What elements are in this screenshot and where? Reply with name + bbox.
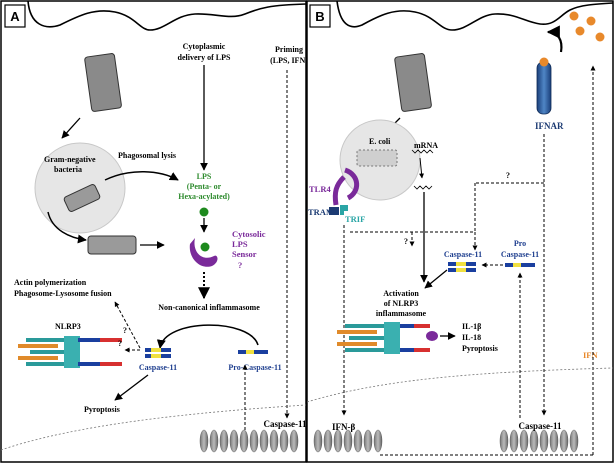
caspase11-label-a: Caspase-11 [139,363,177,372]
q-trif: ? [404,237,408,246]
dna-b-caspase11 [499,429,579,453]
noncanonical-label: Non-canonical inflammasome [158,303,260,312]
priming-line1: Priming [275,45,303,54]
q-nlrp3: ? [118,339,122,348]
bound-lps [200,242,210,252]
arrow-ifn-binding [546,25,563,53]
panel-a-label-box [4,4,26,28]
lps-label-line3: Hexa-acylated) [178,192,230,201]
arrow-casp-pyroptosis [114,374,149,401]
ifn-dot-2 [586,16,596,26]
nuclear-envelope-a [0,404,307,451]
ifnar-label: IFNAR [535,121,564,131]
lps-molecule [199,207,209,217]
ifn-dot-1 [569,11,579,21]
arrow-mrna-release [419,157,425,179]
gram-negative-line2: bacteria [54,165,82,174]
activation-line1: Activation [383,289,419,298]
panel-a: A Gram-negative bacteria Phagosomal lysi… [0,0,308,463]
phagosomal-lysis-label: Phagosomal lysis [118,151,176,160]
dna-a [199,429,299,453]
caspase11-label-b: Caspase-11 [444,250,482,259]
caspase11-active-a [145,348,171,358]
mrna-squiggle-1 [411,149,434,154]
ifnar-receptor [536,61,552,115]
arrow-bacterium-escape [47,211,87,244]
q-actin: ? [123,326,127,335]
mrna-squiggle-2 [413,185,433,190]
pro-caspase11-label-a: Pro-Caspase-11 [228,363,281,372]
cytosolic-bacterium [87,235,137,255]
pro-caspase11-a [238,350,268,354]
sensor-label-line2: LPS [232,239,248,249]
panel-b-label-box [309,4,331,28]
ifn-dot-3 [575,26,585,36]
mrna-label: mRNA [414,141,438,150]
nlrp3-label: NLRP3 [55,322,81,331]
caspase11-gene-b: Caspase-11 [518,421,562,431]
dna-b-ifnb [313,429,383,453]
lysed-ecoli [356,149,398,167]
tlr4-label: TLR4 [309,184,331,194]
actin-line2: Phagosome-Lysosome fusion [14,289,112,298]
lps-label-line2: (Penta- or [187,182,222,191]
ifn-label: IFN [583,350,599,360]
arrow-casp-nlrp3-b [424,269,448,289]
ifnb-gene-label: IFN-β [332,422,355,432]
output-pyroptosis: Pyroptosis [462,344,498,353]
ifn-bound [539,57,549,67]
tram-label: TRAM [308,207,334,217]
pro-caspase11-b-line2: Caspase-11 [501,250,539,259]
arrow-procasp-casp [156,324,259,349]
lps-label-line1: LPS [197,172,212,181]
internalized-ecoli [394,53,432,112]
panel-a-letter: A [10,9,20,24]
caspase11-gene-a: Caspase-11 [263,419,307,429]
caspase11-active-b [448,262,476,272]
internalized-bacterium [84,53,122,112]
output-il18: IL-18 [462,333,481,342]
ifn-dot-4 [595,32,605,42]
actin-line1: Actin polymerization [14,278,87,287]
pro-caspase11-b [505,263,535,267]
q-ifnar: ? [506,171,510,180]
arrow-internalization [61,117,81,139]
cytoplasmic-delivery-line2: delivery of LPS [178,53,231,62]
cytosolic-sensor-shape [189,238,218,267]
pro-caspase11-b-line1: Pro [514,239,526,248]
phagosome-a [34,142,126,234]
nlrp3-complex-b [337,322,438,354]
arrow-casp-actin [114,301,141,349]
ecoli-label: E. coli [369,137,391,146]
panel-b-letter: B [315,9,324,24]
gram-negative-line1: Gram-negative [44,155,96,164]
nuclear-envelope-b [306,367,614,403]
sensor-question: ? [238,260,242,270]
sensor-label-line3: Sensor [232,249,257,259]
nlrp3-complex [18,336,122,368]
trif-adaptor [340,205,348,215]
pyroptosis-a: Pyroptosis [84,405,120,414]
sensor-label-line1: Cytosolic [232,229,266,239]
activation-line2: of NLRP3 [384,299,418,308]
phagosomal-bacterium [63,184,101,212]
tlr4-horseshoe [343,167,360,201]
trif-label: TRIF [345,214,365,224]
arrow-lysis-lps [104,171,179,181]
output-il1b: IL-1β [462,322,481,331]
panel-b: B IFNAR E. coli mRNA TLR4 TRAM TRIF [306,0,614,463]
activation-line3: inflammasome [376,309,427,318]
plasma-membrane-b [336,0,614,31]
plasma-membrane-a [27,0,307,31]
priming-line2: (LPS, IFN) [270,56,308,65]
tram-adaptor [329,207,339,215]
cytoplasmic-delivery-line1: Cytoplasmic [183,42,226,51]
tlr4-stem [332,175,346,206]
